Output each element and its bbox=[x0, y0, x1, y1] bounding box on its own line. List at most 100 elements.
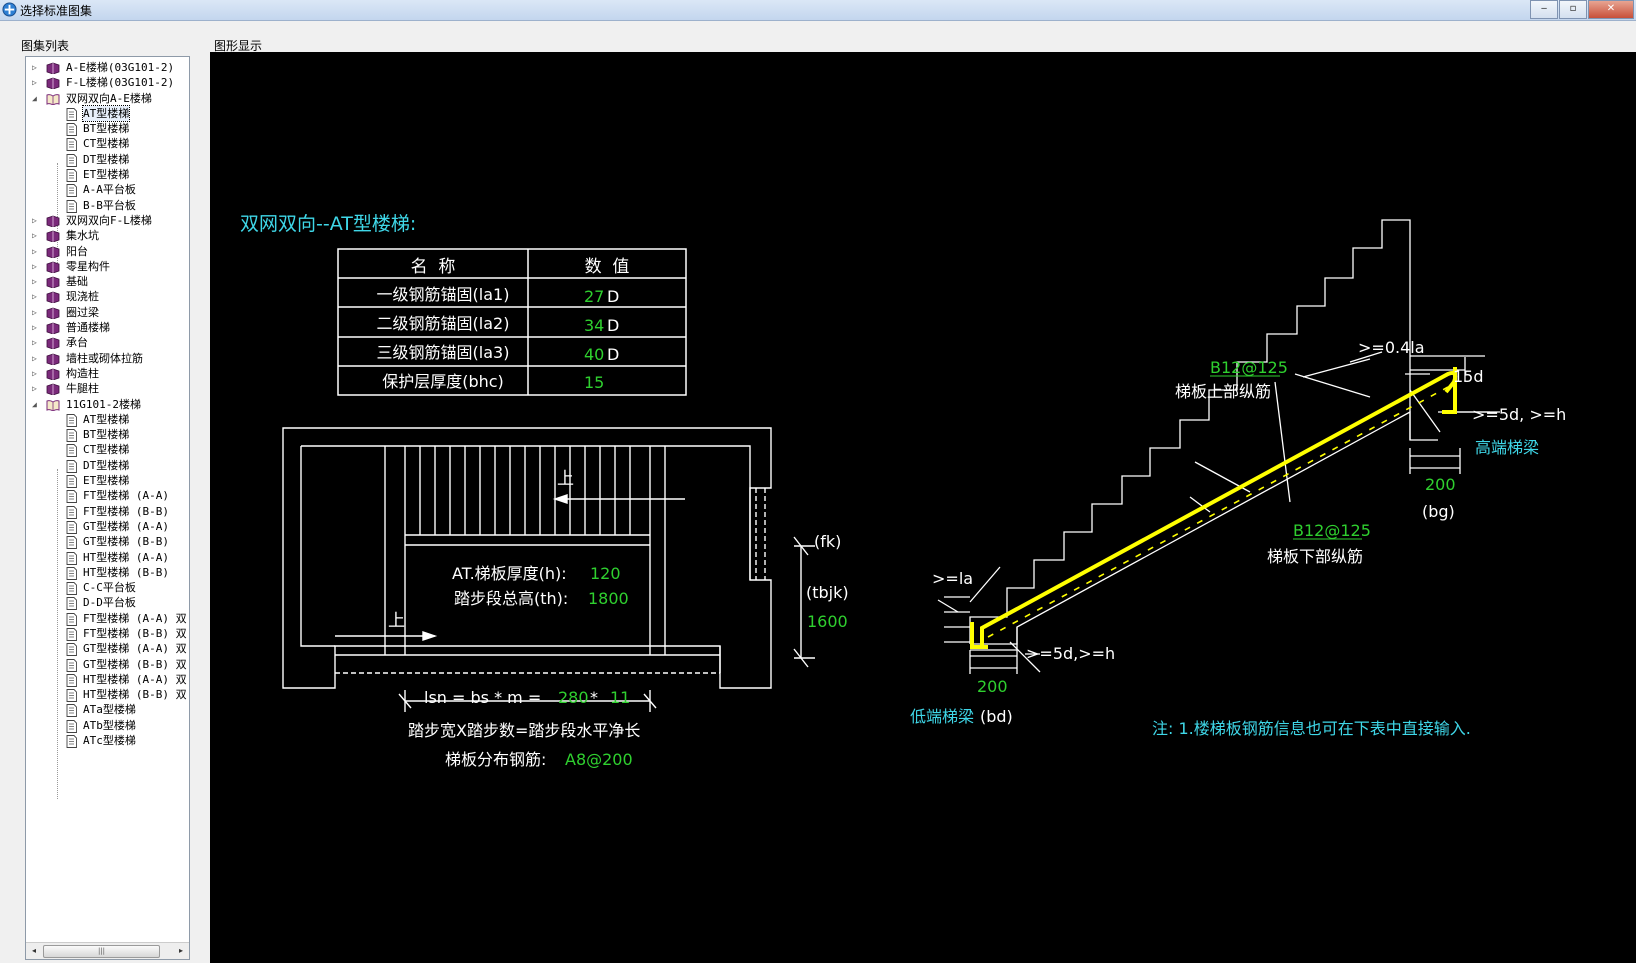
tree-item-label: GT型楼梯 (A-A) 双 bbox=[83, 642, 187, 656]
tree-item[interactable]: ▷牛腿柱 bbox=[26, 381, 189, 396]
tree-item[interactable]: FT型楼梯 (A-A) bbox=[26, 488, 189, 504]
high-anchor-label: >=5d, >=h bbox=[1472, 405, 1566, 424]
table-row-value[interactable]: 15 bbox=[584, 373, 604, 392]
bottom-bar-value[interactable]: B12@125 bbox=[1293, 521, 1371, 540]
collapse-icon[interactable]: ◢ bbox=[32, 93, 37, 103]
tree-item[interactable]: ▷承台 bbox=[26, 335, 189, 350]
tree-item[interactable]: D-D平台板 bbox=[26, 595, 189, 611]
tree-item[interactable]: ▷圈过梁 bbox=[26, 305, 189, 320]
tree-item[interactable]: FT型楼梯 (B-B) 双 bbox=[26, 626, 189, 641]
tree-item-label: 双网双向A-E楼梯 bbox=[66, 91, 152, 105]
tree-item[interactable]: DT型楼梯 bbox=[26, 152, 189, 167]
top-bar-value[interactable]: B12@125 bbox=[1210, 358, 1288, 377]
tree-item[interactable]: AT型楼梯 bbox=[26, 104, 189, 122]
expand-icon[interactable]: ▷ bbox=[32, 292, 37, 302]
book-icon bbox=[46, 353, 60, 366]
tree-item[interactable]: ◢11G101-2楼梯 bbox=[26, 397, 189, 412]
high-beam-width[interactable]: 200 bbox=[1425, 475, 1456, 494]
tree-item[interactable]: AT型楼梯 bbox=[26, 412, 189, 427]
scroll-left-icon[interactable]: ◂ bbox=[31, 946, 36, 955]
tree-item[interactable]: FT型楼梯 (B-B) bbox=[26, 504, 189, 519]
graphic-canvas[interactable]: 双网双向--AT型楼梯: 名 称 数 值 一级钢筋锚固(la1) 27 D 二级… bbox=[210, 52, 1636, 963]
tree-item[interactable]: GT型楼梯 (B-B) bbox=[26, 534, 189, 550]
scroll-thumb[interactable]: ||| bbox=[43, 945, 160, 958]
stair-width-value[interactable]: 1600 bbox=[807, 612, 848, 631]
tree-item[interactable]: ▷墙柱或砌体拉筋 bbox=[26, 351, 189, 366]
tree-item[interactable]: ATb型楼梯 bbox=[26, 718, 189, 733]
scroll-right-icon[interactable]: ▸ bbox=[178, 946, 183, 955]
step-count-value[interactable]: 11 bbox=[610, 688, 630, 707]
tree-item[interactable]: GT型楼梯 (B-B) 双 bbox=[26, 657, 189, 672]
table-row-value[interactable]: 27 bbox=[584, 287, 604, 306]
tree-item[interactable]: ▷A-E楼梯(03G101-2) bbox=[26, 60, 189, 75]
table-row-unit: D bbox=[607, 316, 619, 335]
thickness-value[interactable]: 120 bbox=[590, 564, 621, 583]
close-button[interactable]: ✕ bbox=[1588, 0, 1634, 19]
tree-item-label: ATb型楼梯 bbox=[83, 718, 136, 732]
tree-item[interactable]: ▷ 基础 bbox=[26, 274, 189, 289]
tree-item[interactable]: GT型楼梯 (A-A) 双 bbox=[26, 641, 189, 657]
tree-item[interactable]: GT型楼梯 (A-A) bbox=[26, 519, 189, 534]
tree-item[interactable]: ▷阳台 bbox=[26, 244, 189, 259]
tree-item[interactable]: HT型楼梯 (A-A) bbox=[26, 550, 189, 565]
tree-item[interactable]: ▷普通楼梯 bbox=[26, 320, 189, 335]
table-row-name: 保护层厚度(bhc) bbox=[382, 372, 504, 391]
page-icon bbox=[66, 107, 79, 121]
tree-item[interactable]: ▷F-L楼梯(03G101-2) bbox=[26, 75, 189, 90]
atlas-tree[interactable]: ▷A-E楼梯(03G101-2)▷F-L楼梯(03G101-2) ◢ 双网双向A-E… bbox=[25, 56, 190, 960]
expand-icon[interactable]: ▷ bbox=[32, 368, 37, 378]
page-icon bbox=[66, 490, 79, 504]
tree-item[interactable]: ▷集水坑 bbox=[26, 228, 189, 243]
step-width-value[interactable]: 280 bbox=[558, 688, 589, 707]
tree-item[interactable]: FT型楼梯 (A-A) 双 bbox=[26, 611, 189, 626]
low-beam-width[interactable]: 200 bbox=[977, 677, 1008, 696]
tree-item[interactable]: CT型楼梯 bbox=[26, 136, 189, 152]
tree-item[interactable]: HT型楼梯 (A-A) 双 bbox=[26, 672, 189, 687]
tree-item[interactable]: ▷现浇桩 bbox=[26, 289, 189, 304]
tree-item[interactable]: ▷构造柱 bbox=[26, 366, 189, 381]
tree-item[interactable]: ET型楼梯 bbox=[26, 167, 189, 183]
distribution-value[interactable]: A8@200 bbox=[565, 750, 633, 769]
tree-item[interactable]: ▷双网双向F-L楼梯 bbox=[26, 213, 189, 228]
table-row-value[interactable]: 34 bbox=[584, 316, 604, 335]
tree-item[interactable]: A-A平台板 bbox=[26, 182, 189, 198]
tree-item[interactable]: BT型楼梯 bbox=[26, 121, 189, 137]
tree-item-label: HT型楼梯 (A-A) bbox=[83, 550, 169, 564]
tree-item[interactable]: ATc型楼梯 bbox=[26, 733, 189, 749]
table-row-value[interactable]: 40 bbox=[584, 345, 604, 364]
low-beam-label: 低端梯梁 bbox=[910, 707, 974, 726]
expand-icon[interactable]: ▷ bbox=[32, 384, 37, 394]
page-icon bbox=[66, 429, 79, 443]
maximize-button[interactable]: ▫ bbox=[1559, 0, 1587, 19]
tree-item[interactable]: DT型楼梯 bbox=[26, 458, 189, 473]
expand-icon[interactable]: ▷ bbox=[32, 307, 37, 317]
tree-item[interactable]: C-C平台板 bbox=[26, 580, 189, 596]
expand-icon[interactable]: ▷ bbox=[32, 261, 37, 271]
tree-item[interactable]: ◢ 双网双向A-E楼梯 bbox=[26, 91, 189, 106]
top-bar-label: 梯板上部纵筋 bbox=[1175, 382, 1271, 401]
tree-item[interactable]: ATa型楼梯 bbox=[26, 702, 189, 718]
tree-item[interactable]: CT型楼梯 bbox=[26, 442, 189, 458]
horizontal-scrollbar[interactable]: ◂ ||| ▸ bbox=[26, 942, 189, 959]
expand-icon[interactable]: ▷ bbox=[32, 215, 37, 225]
expand-icon[interactable]: ▷ bbox=[32, 63, 37, 72]
height-value[interactable]: 1800 bbox=[588, 589, 629, 608]
tree-item[interactable]: ▷零星构件 bbox=[26, 259, 189, 274]
expand-icon[interactable]: ▷ bbox=[32, 78, 37, 88]
tree-item[interactable]: B-B平台板 bbox=[26, 198, 189, 213]
expand-icon[interactable]: ▷ bbox=[32, 231, 37, 241]
tree-item-label: 基础 bbox=[66, 275, 88, 289]
page-icon bbox=[66, 566, 79, 580]
expand-icon[interactable]: ▷ bbox=[32, 277, 37, 287]
expand-icon[interactable]: ▷ bbox=[32, 323, 37, 333]
tree-item[interactable]: BT型楼梯 bbox=[26, 427, 189, 443]
expand-icon[interactable]: ▷ bbox=[32, 246, 37, 256]
tree-item[interactable]: HT型楼梯 (B-B) 双 bbox=[26, 687, 189, 703]
collapse-icon[interactable]: ◢ bbox=[32, 399, 37, 409]
expand-icon[interactable]: ▷ bbox=[32, 353, 37, 363]
tree-item[interactable]: ET型楼梯 bbox=[26, 473, 189, 488]
tree-item[interactable]: HT型楼梯 (B-B) bbox=[26, 565, 189, 580]
minimize-button[interactable]: ‒ bbox=[1530, 0, 1558, 19]
expand-icon[interactable]: ▷ bbox=[32, 338, 37, 348]
page-icon bbox=[66, 169, 79, 183]
